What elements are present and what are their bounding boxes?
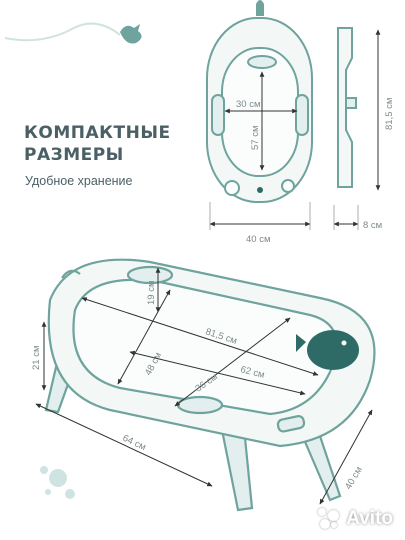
- bubbles-decoration: [40, 466, 75, 499]
- headline: КОМПАКТНЫЕ РАЗМЕРЫ: [24, 122, 171, 166]
- label-top-inner-length: 57 см: [250, 126, 261, 151]
- label-side-length: 81,5 см: [384, 98, 395, 130]
- label-side-depth: 8 см: [363, 220, 382, 231]
- subtitle: Удобное хранение: [25, 174, 133, 188]
- tub-side-view: [337, 27, 357, 188]
- watermark-text: Avito: [346, 508, 393, 529]
- dim-arrow-persp-inner-w: [117, 289, 171, 385]
- avito-watermark: Avito: [318, 508, 393, 530]
- label-persp-height: 21 см: [31, 346, 42, 371]
- dim-arrow-persp-inner-l: [129, 350, 306, 396]
- label-persp-depth: 19 см: [146, 281, 157, 306]
- headline-line-2: РАЗМЕРЫ: [24, 145, 124, 165]
- bird-icon: [120, 24, 142, 44]
- decor-squiggle: [4, 22, 121, 42]
- headline-line-1: КОМПАКТНЫЕ: [24, 123, 171, 143]
- avito-logo-icon: [318, 508, 340, 530]
- label-top-width: 40 см: [246, 234, 271, 245]
- label-persp-width: 40 см: [343, 465, 365, 492]
- label-top-inner-width: 30 см: [236, 99, 261, 110]
- dim-arrow-persp-width: [319, 409, 373, 505]
- dim-arrow-persp-length: [35, 403, 213, 487]
